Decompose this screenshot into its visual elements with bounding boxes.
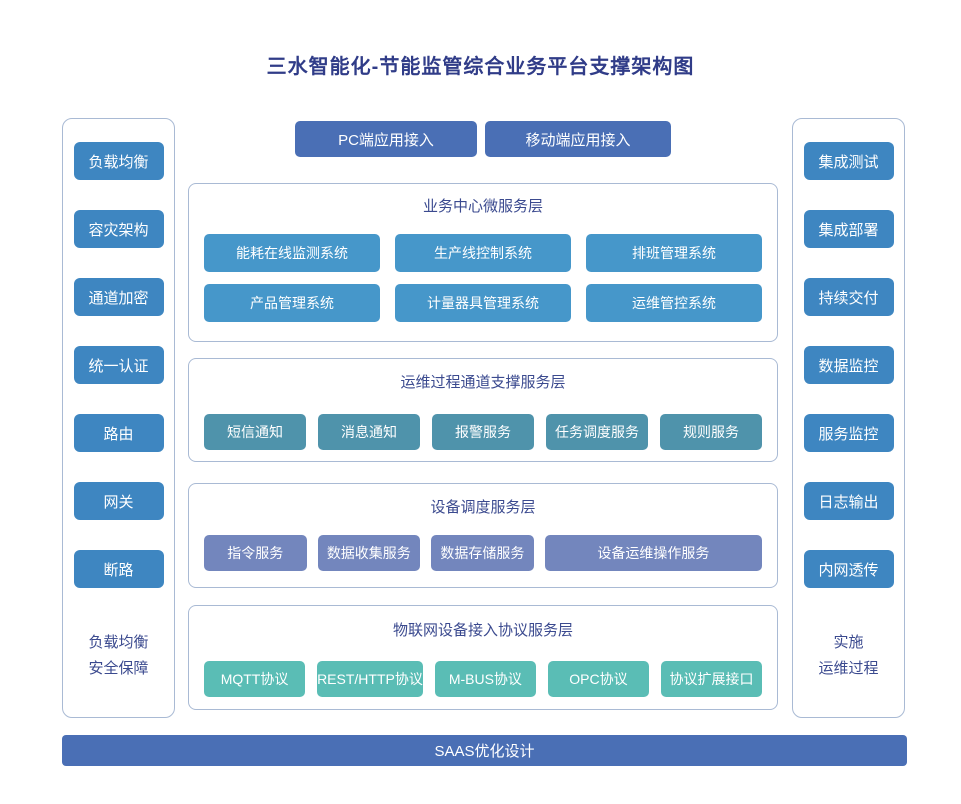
box-rest-http-protocol: REST/HTTP协议 [317,661,423,697]
box-routing: 路由 [73,414,164,452]
box-load-balancing: 负载均衡 [73,142,164,180]
box-disaster-recovery: 容灾架构 [73,210,164,248]
saas-optimization-bar: SAAS优化设计 [62,735,907,766]
layer4-row: MQTT协议 REST/HTTP协议 M-BUS协议 OPC协议 协议扩展接口 [204,661,763,697]
box-task-scheduling-service: 任务调度服务 [546,414,648,450]
box-message-notify: 消息通知 [318,414,420,450]
box-metering-device-management-system: 计量器具管理系统 [395,284,571,322]
box-integration-test: 集成测试 [803,142,894,180]
layer1-grid: 能耗在线监测系统 生产线控制系统 排班管理系统 产品管理系统 计量器具管理系统 … [204,234,762,322]
layer1-title: 业务中心微服务层 [422,198,543,215]
left-caption-line1: 负载均衡 [88,634,149,651]
box-unified-auth: 统一认证 [73,346,164,384]
layer2-title: 运维过程通道支撑服务层 [400,374,566,391]
layer-om-channel-support: 运维过程通道支撑服务层 短信通知 消息通知 报警服务 任务调度服务 规则服务 [188,358,778,462]
right-sidebar-panel: 集成测试 集成部署 持续交付 数据监控 服务监控 日志输出 内网透传 实施 运维… [792,118,905,718]
box-mbus-protocol: M-BUS协议 [434,661,536,697]
box-sms-notify: 短信通知 [204,414,306,450]
box-channel-encryption: 通道加密 [73,278,164,316]
box-device-om-operation-service: 设备运维操作服务 [544,535,763,571]
left-caption-line2: 安全保障 [88,660,149,677]
layer4-title: 物联网设备接入协议服务层 [392,622,573,639]
layer-business-microservices: 业务中心微服务层 能耗在线监测系统 生产线控制系统 排班管理系统 产品管理系统 … [188,183,778,342]
layer3-row: 指令服务 数据收集服务 数据存储服务 设备运维操作服务 [204,535,763,571]
box-shift-management-system: 排班管理系统 [586,234,762,272]
app-access-row: PC端应用接入 移动端应用接入 [188,121,778,157]
box-data-monitoring: 数据监控 [803,346,894,384]
box-intranet-passthrough: 内网透传 [803,550,894,588]
box-rule-service: 规则服务 [660,414,762,450]
layer2-row: 短信通知 消息通知 报警服务 任务调度服务 规则服务 [204,414,762,450]
box-log-output: 日志输出 [803,482,894,520]
page-title: 三水智能化-节能监管综合业务平台支撑架构图 [266,56,695,78]
box-data-collection-service: 数据收集服务 [317,535,421,571]
box-mqtt-protocol: MQTT协议 [204,661,306,697]
box-protocol-extension-interface: 协议扩展接口 [660,661,763,697]
box-opc-protocol: OPC协议 [547,661,649,697]
box-energy-monitoring-system: 能耗在线监测系统 [204,234,380,272]
box-service-monitoring: 服务监控 [803,414,894,452]
pc-app-access-box: PC端应用接入 [295,121,477,157]
right-caption-line1: 实施 [833,634,864,651]
layer3-title: 设备调度服务层 [430,499,536,516]
box-command-service: 指令服务 [204,535,307,571]
box-integration-deploy: 集成部署 [803,210,894,248]
box-gateway: 网关 [73,482,164,520]
box-data-storage-service: 数据存储服务 [431,535,534,571]
box-continuous-delivery: 持续交付 [803,278,894,316]
layer-device-scheduling: 设备调度服务层 指令服务 数据收集服务 数据存储服务 设备运维操作服务 [188,483,778,588]
box-alarm-service: 报警服务 [432,414,534,450]
right-caption-line2: 运维过程 [818,660,879,677]
right-sidebar-caption: 实施 运维过程 [818,630,878,682]
mobile-app-access-box: 移动端应用接入 [485,121,671,157]
left-sidebar-panel: 负载均衡 容灾架构 通道加密 统一认证 路由 网关 断路 负载均衡 安全保障 [62,118,175,718]
box-product-management-system: 产品管理系统 [204,284,380,322]
left-sidebar-caption: 负载均衡 安全保障 [88,630,148,682]
box-circuit-breaker: 断路 [73,550,164,588]
box-production-line-control-system: 生产线控制系统 [395,234,571,272]
layer-iot-protocols: 物联网设备接入协议服务层 MQTT协议 REST/HTTP协议 M-BUS协议 … [188,605,778,710]
box-om-control-system: 运维管控系统 [586,284,762,322]
